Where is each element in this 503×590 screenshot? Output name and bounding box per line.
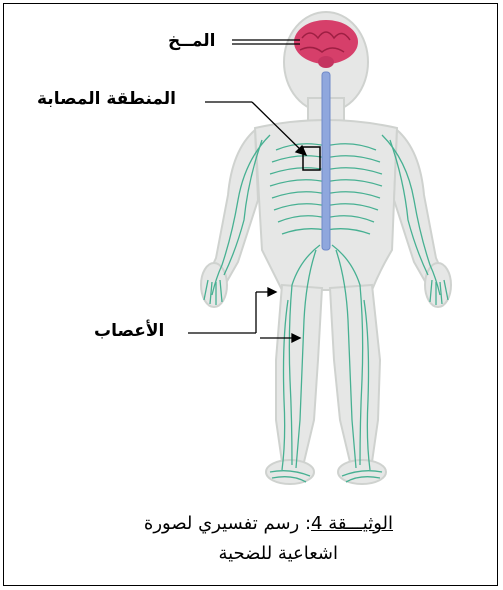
affected-area-label: المنطقة المصابة [37,89,176,109]
caption-text-1: : رسم تفسيري لصورة [144,513,311,534]
spinal-cord [322,72,330,250]
brain-label: المــخ [168,31,215,51]
caption-line-1: الوثيـــقة 4: رسم تفسيري لصورة [144,513,393,534]
nerves-label: الأعصاب [94,321,164,341]
document-title: الوثيـــقة 4 [311,513,393,534]
caption-line-2: اشعاعية للضحية [218,543,338,564]
